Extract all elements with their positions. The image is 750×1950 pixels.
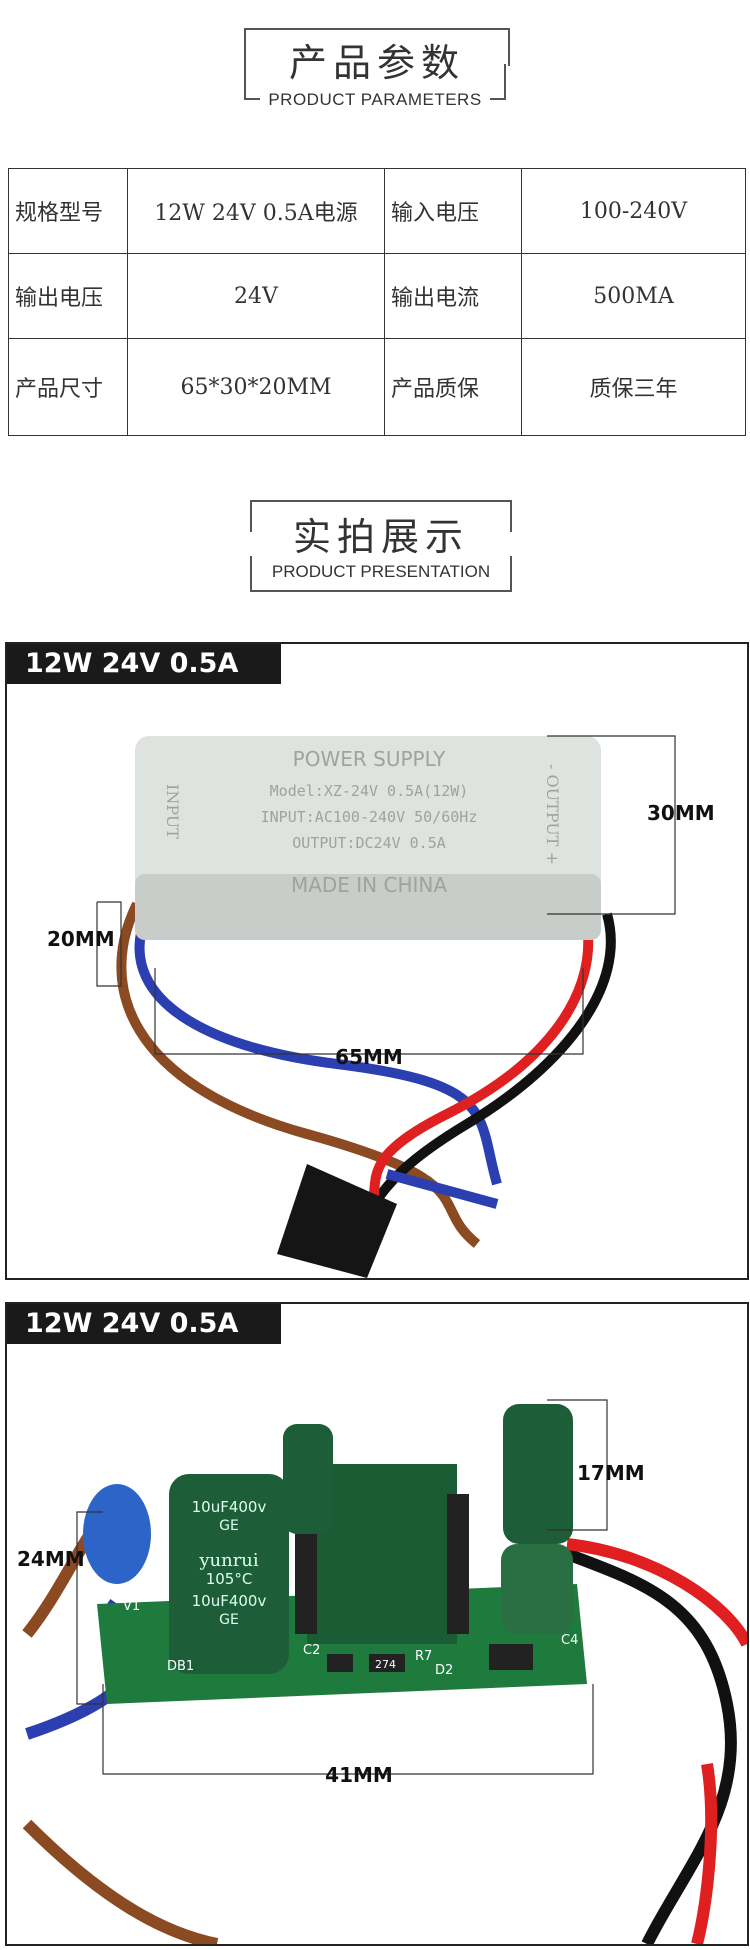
param-label: 输入电压 xyxy=(384,168,522,254)
case-output: OUTPUT:DC24V 0.5A xyxy=(292,834,446,852)
param-label: 输出电流 xyxy=(384,253,522,339)
table-row: 产品尺寸 65*30*20MM 产品质保 质保三年 xyxy=(8,338,746,436)
pcb-label-c2: C2 xyxy=(303,1643,320,1658)
table-row: 规格型号 12W 24V 0.5A电源 输入电压 100-240V xyxy=(8,168,746,254)
param-label: 输出电压 xyxy=(8,253,128,339)
cap-text: 10uF400v xyxy=(192,1592,267,1610)
power-supply-case xyxy=(135,736,601,906)
photo-enclosure: POWER SUPPLY Model:XZ-24V 0.5A(12W) INPU… xyxy=(5,642,749,1280)
case-title: POWER SUPPLY xyxy=(293,747,446,771)
presentation-title-en: PRODUCT PRESENTATION xyxy=(271,562,491,581)
param-value: 500MA xyxy=(521,253,746,339)
photo-badge: 12W 24V 0.5A xyxy=(7,644,281,684)
params-table: 规格型号 12W 24V 0.5A电源 输入电压 100-240V 输出电压 2… xyxy=(8,168,746,436)
pcb-illustration: 10uF400v GE yunrui 105°C 10uF400v GE V1 … xyxy=(17,1399,747,1944)
electrolytic-capacitor-large xyxy=(169,1474,289,1674)
params-title-frame: 产品参数 xyxy=(244,28,510,85)
pcb-label-r7: R7 xyxy=(415,1649,432,1664)
presentation-section-header: 实拍展示 PRODUCT PRESENTATION xyxy=(0,0,750,592)
cap-text: 105°C xyxy=(206,1570,253,1588)
pcb-label-274: 274 xyxy=(375,1658,396,1671)
case-output-side: - OUTPUT + xyxy=(543,764,562,865)
case-made-in: MADE IN CHINA xyxy=(291,873,447,897)
dim-length-label-pcb: 41MM xyxy=(325,1763,393,1787)
dim-depth-label: 20MM xyxy=(47,927,115,951)
params-title-en: PRODUCT PARAMETERS xyxy=(260,90,490,110)
param-label: 规格型号 xyxy=(8,168,128,254)
pcb-label-c4: C4 xyxy=(561,1633,578,1648)
cap-text: 10uF400v xyxy=(192,1498,267,1516)
cap-text: yunrui xyxy=(198,1550,259,1571)
cap-text: GE xyxy=(219,1518,239,1534)
params-title-cn: 产品参数 xyxy=(288,41,465,85)
dim-height-label-pcb: 24MM xyxy=(17,1547,85,1571)
case-input: INPUT:AC100-240V 50/60Hz xyxy=(261,808,478,826)
enclosure-illustration: POWER SUPPLY Model:XZ-24V 0.5A(12W) INPU… xyxy=(47,735,715,1278)
pcb-label-db1: DB1 xyxy=(167,1659,194,1674)
case-input-side: INPUT xyxy=(163,784,182,839)
pcb-label-v1: V1 xyxy=(123,1599,140,1614)
electrolytic-capacitor-c4 xyxy=(501,1544,573,1634)
small-capacitor xyxy=(283,1424,333,1534)
electrolytic-capacitor-right xyxy=(503,1404,573,1544)
dim-height-label: 30MM xyxy=(647,801,715,825)
params-section-header: 产品参数 PRODUCT PARAMETERS xyxy=(0,0,750,110)
presentation-title-cn: 实拍展示 xyxy=(292,515,469,559)
param-label: 产品尺寸 xyxy=(8,338,128,436)
dim-length-label: 65MM xyxy=(335,1045,403,1069)
param-label: 产品质保 xyxy=(384,338,522,436)
param-value: 12W 24V 0.5A电源 xyxy=(127,168,385,254)
dim-cap-label: 17MM xyxy=(577,1461,645,1485)
photo-badge: 12W 24V 0.5A xyxy=(7,1304,281,1344)
table-row: 输出电压 24V 输出电流 500MA xyxy=(8,253,746,339)
param-value: 65*30*20MM xyxy=(127,338,385,436)
photo-pcb: 10uF400v GE yunrui 105°C 10uF400v GE V1 … xyxy=(5,1302,749,1946)
param-value: 100-240V xyxy=(521,168,746,254)
cap-text: GE xyxy=(219,1612,239,1628)
param-value: 24V xyxy=(127,253,385,339)
param-value: 质保三年 xyxy=(521,338,746,436)
pcb-label-d2: D2 xyxy=(435,1663,453,1678)
varistor xyxy=(83,1484,151,1584)
case-model: Model:XZ-24V 0.5A(12W) xyxy=(270,782,469,800)
